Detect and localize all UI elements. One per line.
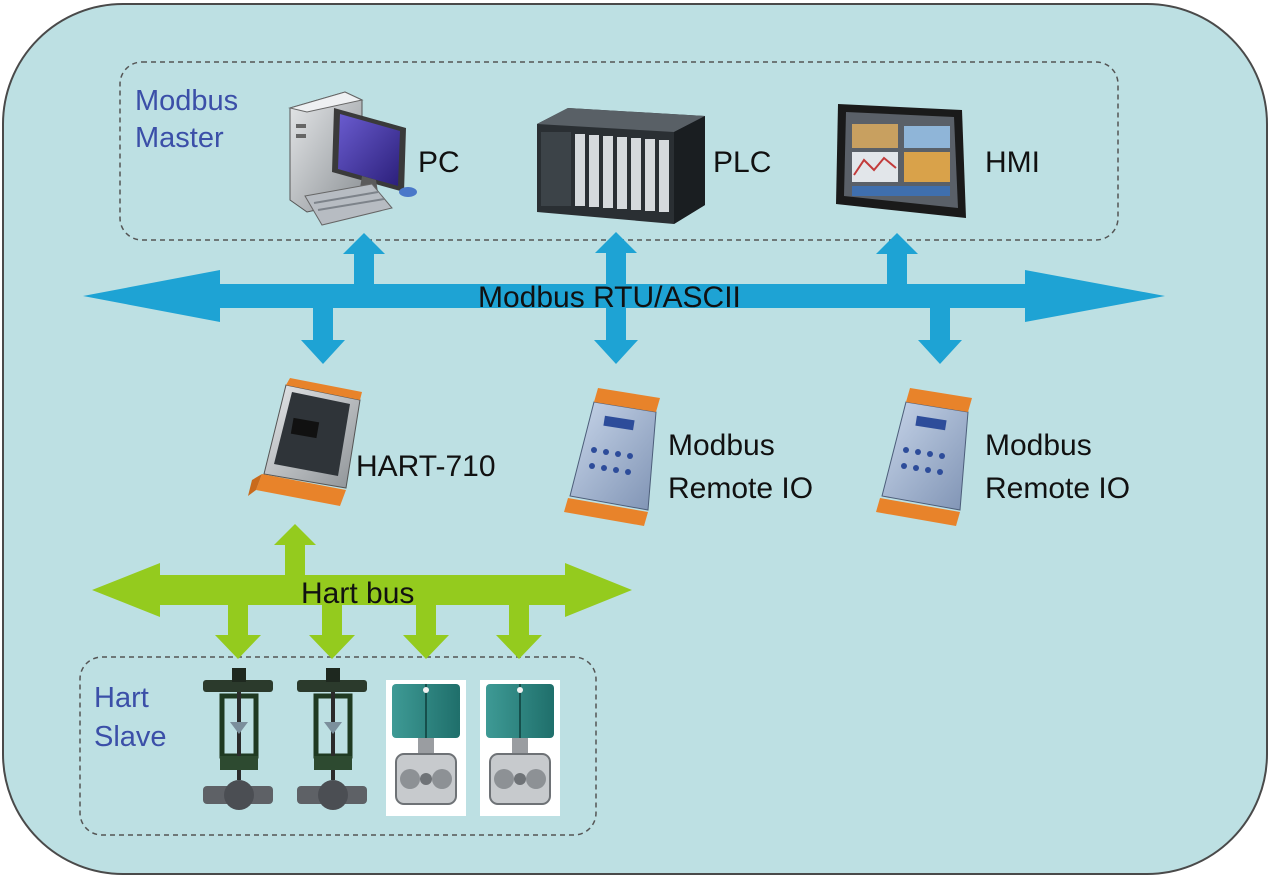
hmi-device: HMI: [836, 104, 1040, 218]
rio2-label-line1: Modbus: [985, 429, 1092, 462]
hmi-label: HMI: [985, 146, 1040, 179]
hart-slave-label-line2: Slave: [94, 721, 167, 753]
control-valve-icon: [203, 668, 273, 810]
modbus-bus-arrow: [83, 270, 1165, 322]
io-module-icon: [564, 388, 660, 526]
rio1-label-line2: Remote IO: [668, 472, 813, 505]
desktop-computer-icon: [288, 91, 417, 226]
hart-slave4-arrow: [496, 605, 542, 659]
plc-label: PLC: [713, 146, 771, 179]
modbus-master-label-line2: Master: [135, 122, 224, 154]
plc-uplink-arrow: [595, 232, 637, 284]
touch-panel-icon: [836, 104, 966, 218]
hart-slave-label-line1: Hart: [94, 682, 149, 714]
control-valve-icon: [297, 668, 367, 810]
hart-bus-arrow: [92, 563, 632, 617]
hart-slave-2: [297, 668, 367, 810]
hart-slave-3: [386, 680, 466, 816]
pressure-transmitter-icon: [480, 680, 560, 816]
io-module-icon: [876, 388, 972, 526]
rio1-downlink-arrow: [594, 308, 638, 364]
hart710-device: HART-710: [248, 378, 496, 506]
gateway-module-icon: [248, 378, 362, 506]
rio1-device: Modbus Remote IO: [564, 388, 813, 526]
hart-slave-1: [203, 668, 273, 810]
hart-slave1-arrow: [215, 605, 261, 659]
modbus-master-label-line1: Modbus: [135, 85, 238, 117]
rio2-label-line2: Remote IO: [985, 472, 1130, 505]
hmi-uplink-arrow: [876, 233, 918, 284]
rio2-device: Modbus Remote IO: [876, 388, 1130, 526]
pc-device: PC: [288, 91, 460, 226]
hart-slave-group: [79, 656, 597, 836]
hart710-label: HART-710: [356, 450, 496, 483]
hart-slave2-arrow: [309, 605, 355, 659]
hart-slave3-arrow: [403, 605, 449, 659]
rio2-downlink-arrow: [918, 308, 962, 364]
plc-rack-icon: [537, 108, 705, 224]
pc-label: PC: [418, 146, 460, 179]
plc-device: PLC: [537, 108, 771, 224]
pc-uplink-arrow: [343, 233, 385, 284]
rio1-label-line1: Modbus: [668, 429, 775, 462]
hart710-downlink-arrow: [301, 308, 345, 364]
pressure-transmitter-icon: [386, 680, 466, 816]
hart710-uplink-arrow: [274, 524, 316, 575]
hart-bus-label: Hart bus: [301, 577, 414, 610]
hart-slave-4: [480, 680, 560, 816]
